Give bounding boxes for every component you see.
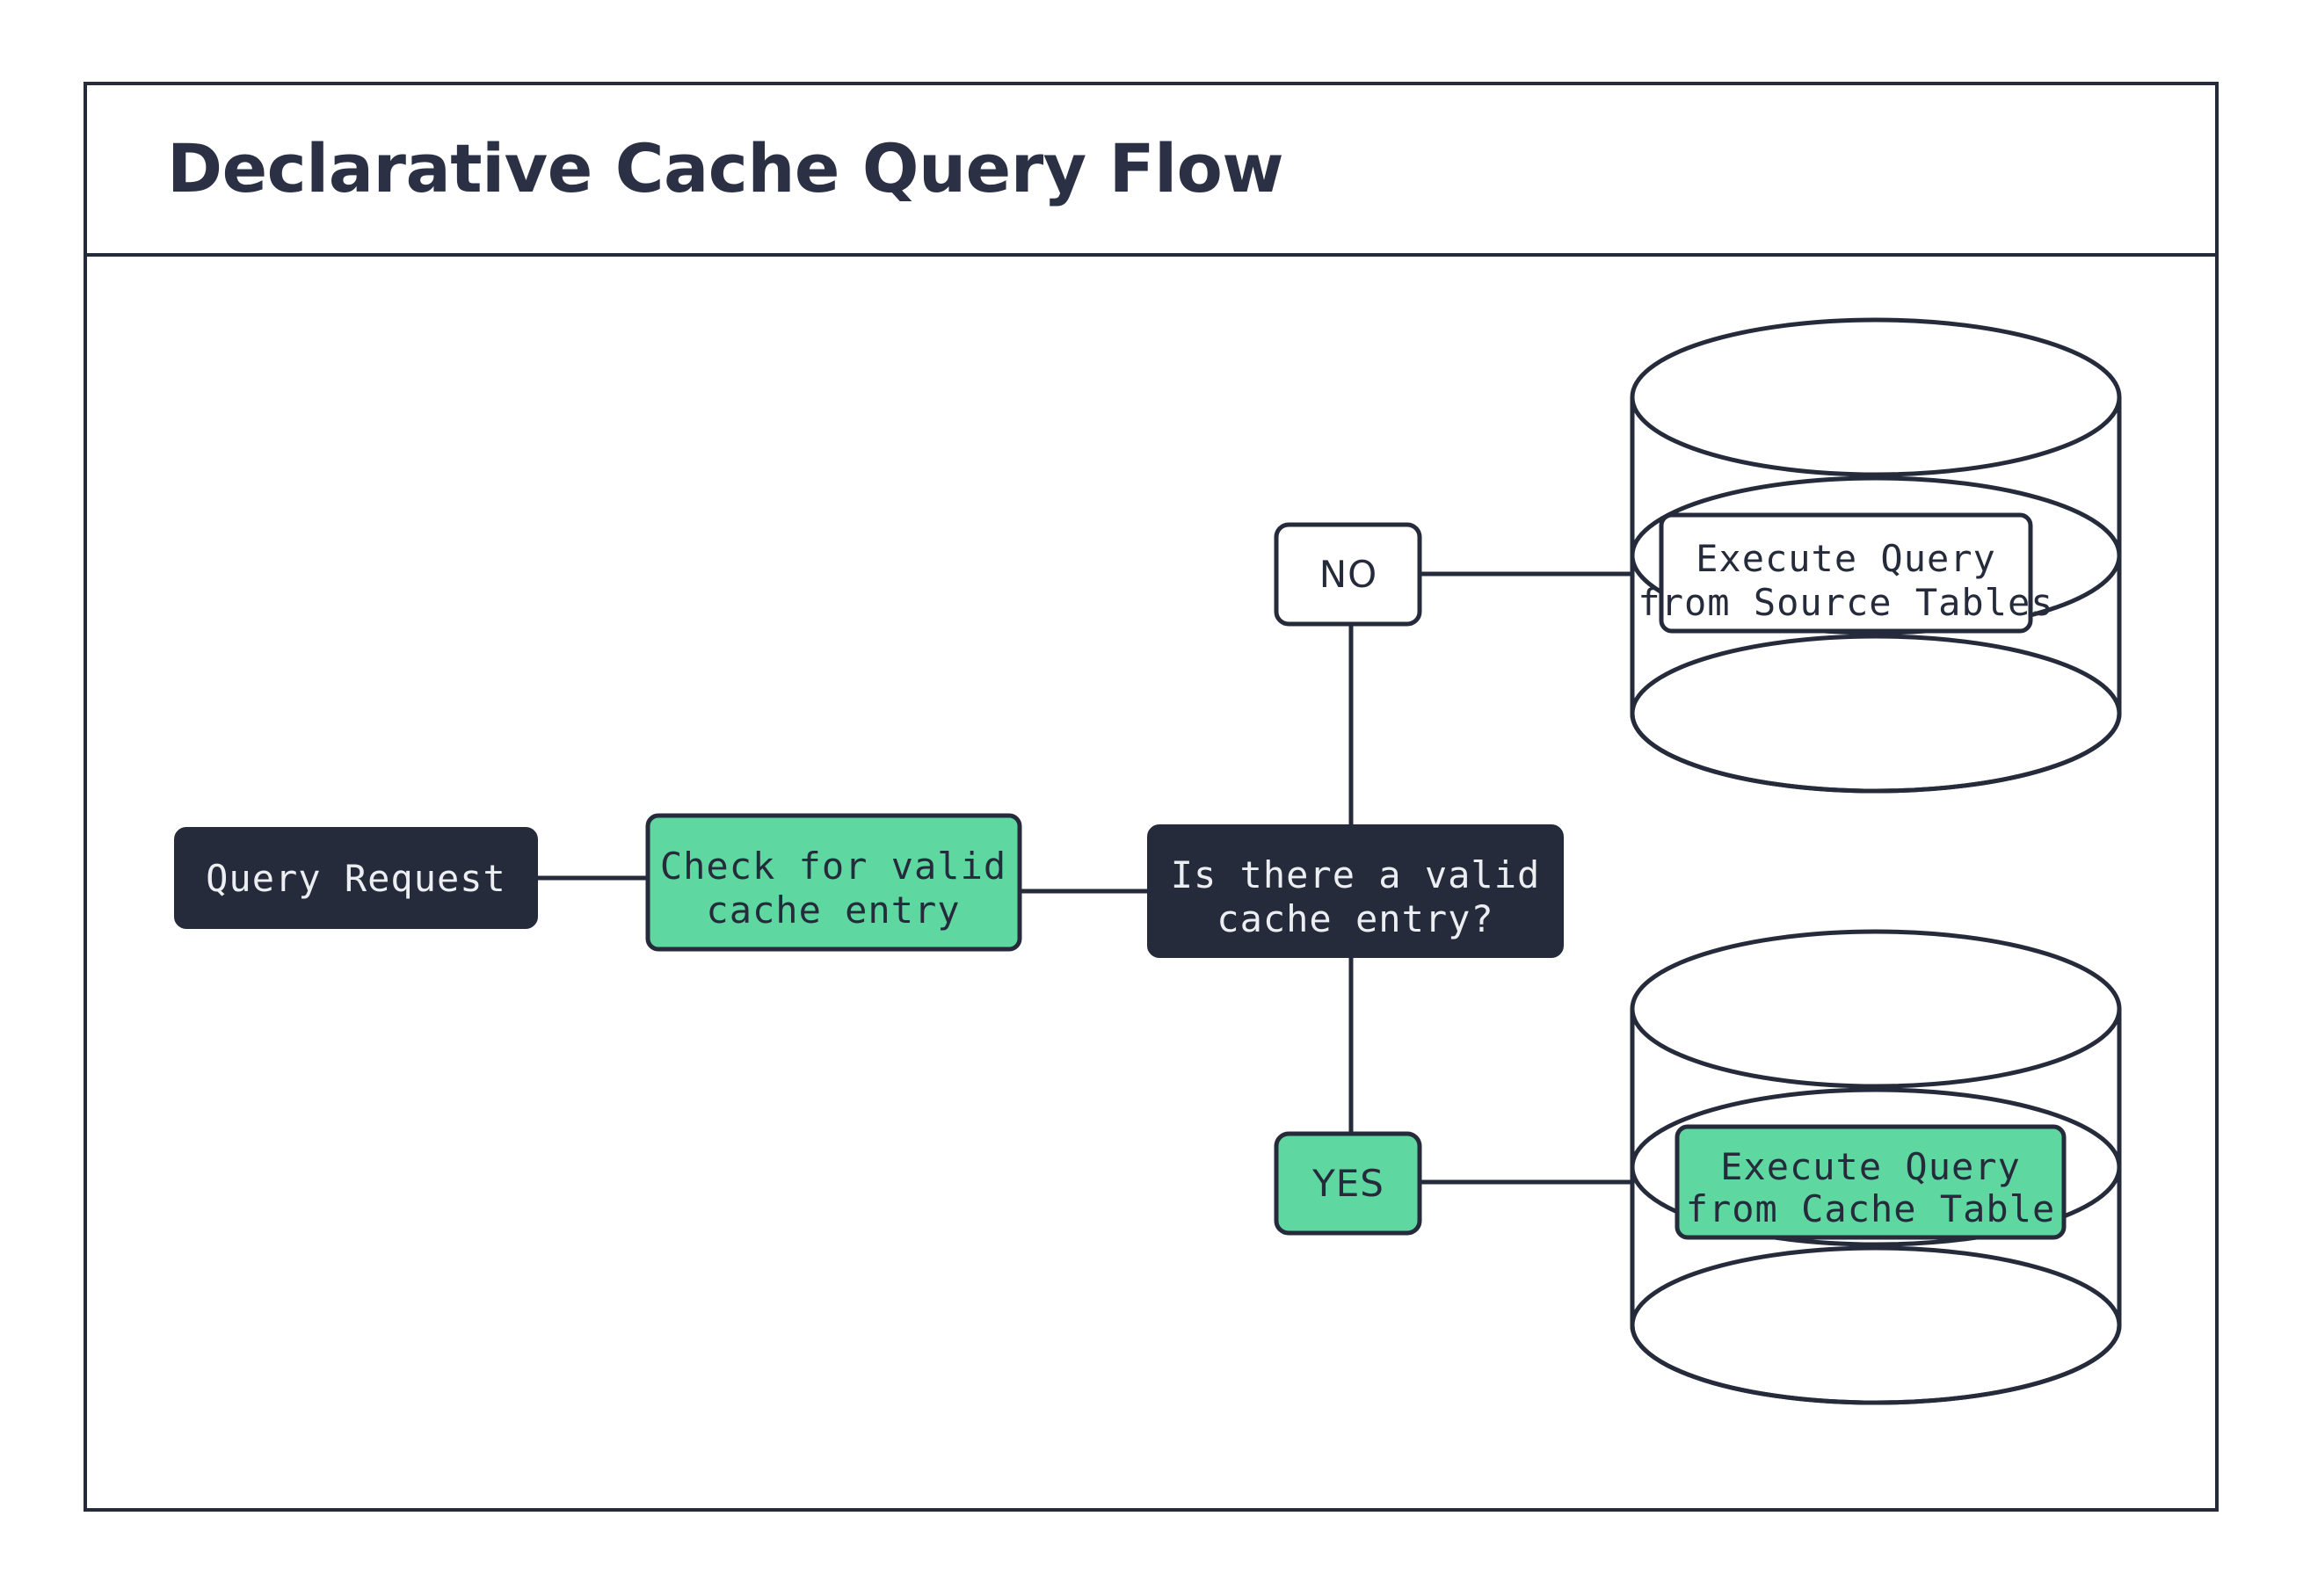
node-cache-db-label-box[interactable]: Execute Query from Cache Table (1675, 1124, 2067, 1240)
branch-label-yes-text: YES (1311, 1162, 1384, 1205)
branch-label-no[interactable]: NO (1274, 522, 1422, 627)
node-source-db-label-box[interactable]: Execute Query from Source Tables (1638, 512, 2053, 634)
cylinder-disk-source-3 (1630, 634, 2122, 794)
diagram-title: Declarative Cache Query Flow (167, 129, 1283, 207)
node-source-db-line-2: from Source Tables (1638, 581, 2053, 624)
node-decision-line-2: cache entry? (1217, 897, 1493, 940)
cylinder-disk-source-1 (1630, 317, 2122, 477)
branch-label-yes[interactable]: YES (1274, 1131, 1422, 1236)
node-check-cache-line-2: cache entry (706, 889, 960, 932)
cylinder-disk-cache-2 (1630, 1087, 2122, 1247)
cylinder-disk-cache-3 (1630, 1245, 2122, 1405)
branch-label-no-text: NO (1319, 553, 1377, 596)
node-check-cache[interactable]: Check for valid cache entry (645, 813, 1022, 952)
cylinder-disk-cache-1 (1630, 929, 2122, 1089)
node-source-db-line-1: Execute Query (1696, 537, 1996, 580)
node-cache-db-line-2: from Cache Table (1686, 1187, 2056, 1230)
node-decision-line-1: Is there a valid (1171, 853, 1541, 896)
node-query-request[interactable]: Query Request (174, 827, 538, 929)
node-cache-db-line-1: Execute Query (1720, 1145, 2021, 1188)
database-cylinder-source (1630, 317, 2122, 794)
node-query-request-label: Query Request (206, 857, 506, 900)
node-decision[interactable]: Is there a valid cache entry? (1147, 824, 1564, 958)
node-check-cache-line-1: Check for valid (660, 845, 1006, 888)
